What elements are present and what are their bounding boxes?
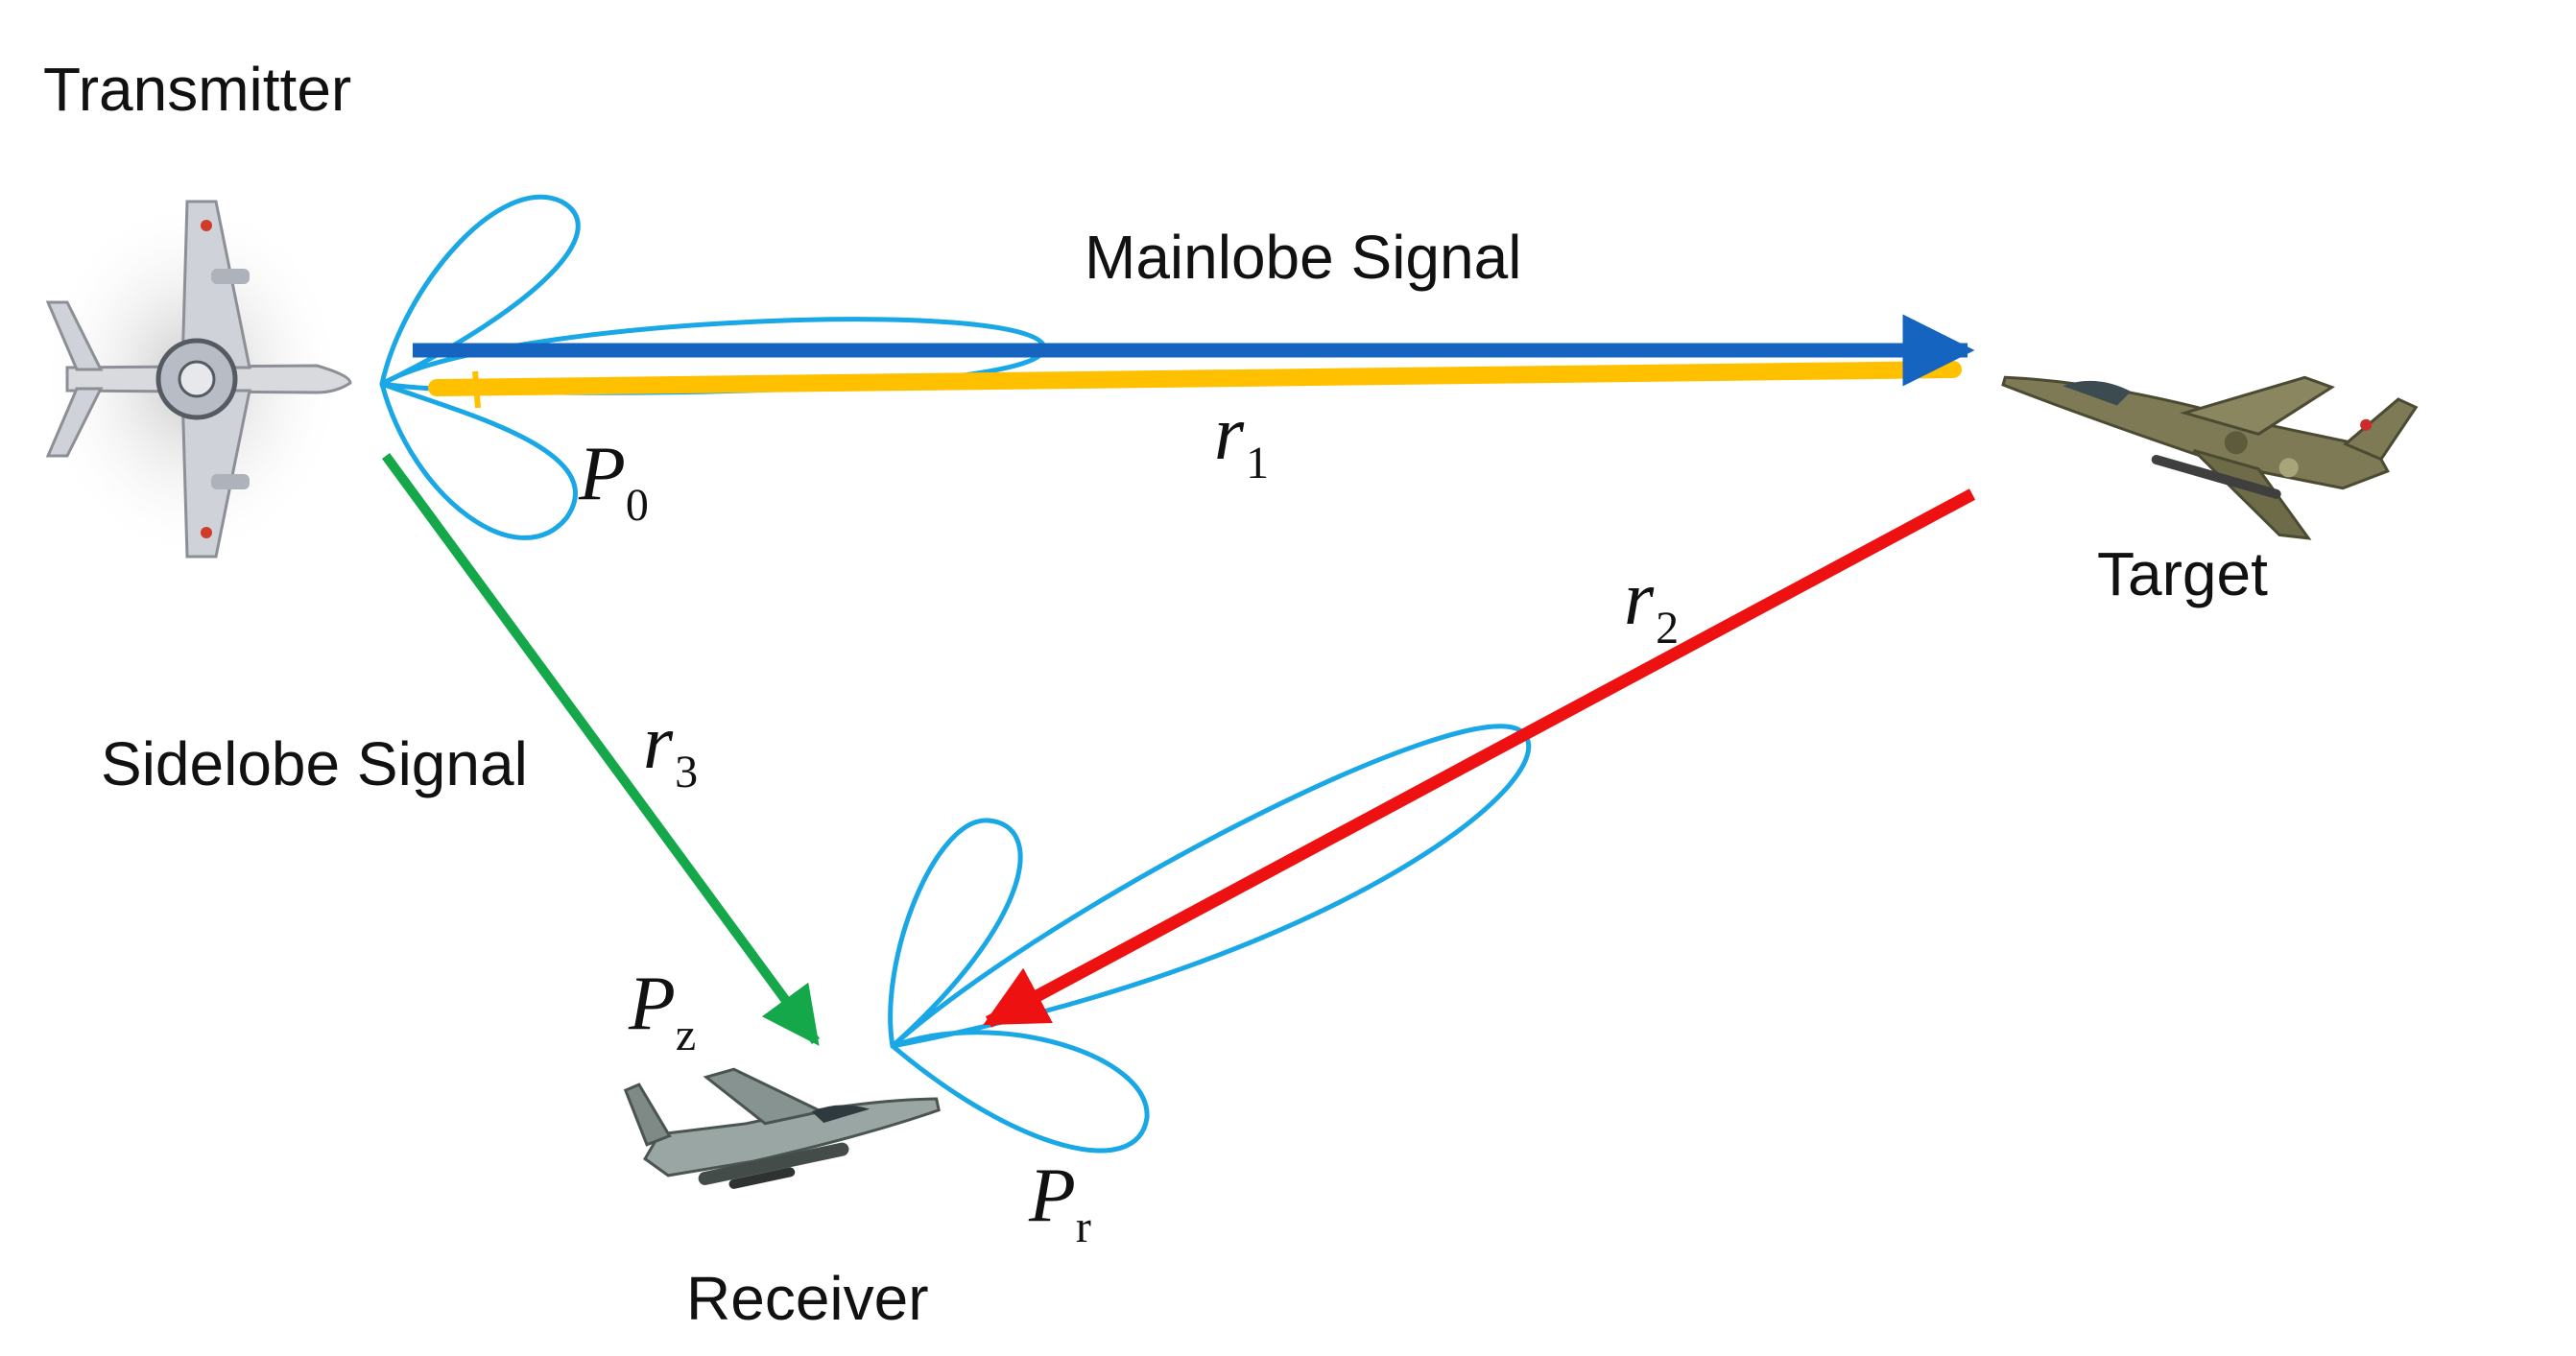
- pz-symbol: Pz: [628, 962, 696, 1060]
- target-label: Target: [2097, 539, 2268, 608]
- receiver-aircraft-icon: [623, 1067, 941, 1189]
- r1-symbol: r1: [1214, 392, 1269, 488]
- receiver-upper-sidelobe: [888, 818, 1023, 1049]
- transmitter-aircraft-icon: [38, 197, 352, 561]
- return-signal-tick: [472, 370, 481, 409]
- transmitter-upper-sidelobe: [379, 194, 581, 387]
- mainlobe-signal-label: Mainlobe Signal: [1085, 223, 1521, 292]
- transmitter-label: Transmitter: [43, 55, 351, 124]
- transmitter-lower-sidelobe: [379, 381, 578, 540]
- sidelobe-signal-arrow: [381, 453, 821, 1046]
- sidelobe-signal-label: Sidelobe Signal: [101, 729, 528, 798]
- pr-symbol: Pr: [1028, 1154, 1091, 1252]
- r3-symbol: r3: [643, 701, 698, 797]
- transmitter-antenna-pattern: [379, 194, 1047, 540]
- receiver-label: Receiver: [686, 1264, 929, 1333]
- target-echo-arrow: [983, 488, 1976, 1028]
- return-signal-line: [428, 361, 1962, 396]
- target-aircraft-icon: [2001, 375, 2419, 540]
- p0-symbol: P0: [578, 432, 649, 531]
- r2-symbol: r2: [1624, 557, 1679, 654]
- receiver-lower-sidelobe: [890, 1030, 1150, 1154]
- receiver-mainlobe: [890, 724, 1532, 1049]
